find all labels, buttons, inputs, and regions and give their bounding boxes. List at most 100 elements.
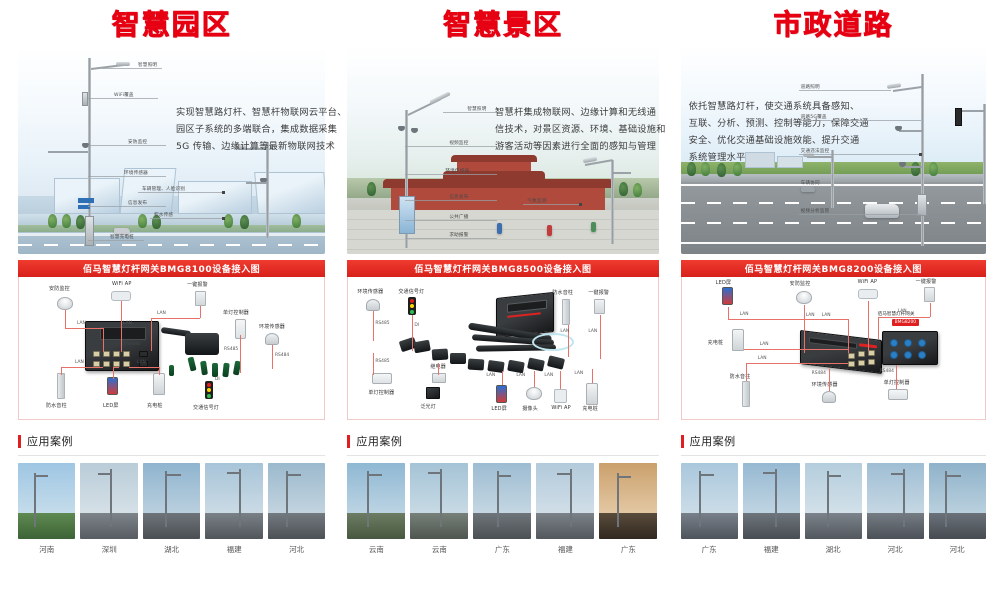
hero-scene-3: 道路照明 道路5G覆盖 交通违法监控 车辆协同 视频分析监管 依托智慧路灯杆，使… (680, 46, 986, 254)
building (178, 181, 252, 214)
case-title-2: 应用案例 (356, 435, 403, 448)
led-screen-device (107, 377, 118, 395)
tree-icon (700, 162, 710, 176)
tree-icon (292, 214, 301, 228)
gateway-tag: 佰马智慧灯杆网关 (877, 312, 915, 317)
diagram-banner-3: 佰马智慧灯杆网关BMG8200设备接入图 (680, 260, 986, 277)
tree-icon (732, 162, 742, 176)
tree-icon (619, 182, 629, 196)
case-accent-bar (18, 434, 21, 448)
case-thumb[interactable] (599, 463, 658, 539)
tree-icon (686, 162, 696, 176)
panel-title-1: 智慧园区 (111, 8, 232, 42)
case-thumb[interactable] (742, 463, 800, 539)
tree-icon (910, 162, 920, 176)
case-thumb[interactable] (473, 463, 532, 539)
case-thumb[interactable] (142, 463, 201, 539)
case-thumb[interactable] (80, 463, 138, 539)
environment-sensor-device (821, 391, 836, 403)
case-caption: 河南 (39, 545, 55, 554)
panel-title-3: 市政道路 (773, 8, 894, 42)
building (776, 156, 803, 168)
case-caption: 广东 (701, 545, 717, 554)
panel-description-2: 智慧杆集成物联网、边缘计算和无线通 信技术，对景区资源、环境、基础设施和 游客活… (495, 107, 666, 152)
case-divider-1 (18, 455, 326, 456)
case-caption: 河北 (289, 545, 305, 554)
cable-connector (413, 339, 432, 354)
flood-light-device (426, 387, 441, 399)
case-divider-2 (347, 455, 659, 456)
case-thumb[interactable] (347, 463, 406, 539)
case-thumb[interactable] (205, 463, 263, 539)
temple-upper (457, 161, 532, 171)
gateway-model-chip: BMG8200 (891, 319, 920, 326)
case-thumb[interactable] (18, 463, 76, 539)
car-icon (114, 228, 130, 234)
cable-tail (222, 362, 230, 378)
led-screen-device (721, 287, 733, 305)
cable-tail (200, 360, 208, 376)
case-thumb[interactable] (536, 463, 595, 539)
traffic-light-device (408, 297, 417, 315)
device-diagram-2: 环境传感器 交通信号灯 单灯控制器 继电器 泛光灯 防水音柱 一键报警 LED屏… (347, 277, 659, 420)
road-edge (18, 233, 326, 236)
case-divider-3 (680, 455, 986, 456)
case-thumb[interactable] (680, 463, 738, 539)
case-caption: 广东 (494, 545, 510, 554)
person-icon (497, 223, 503, 234)
tree-icon (633, 183, 643, 197)
cable-tail (187, 356, 197, 372)
panel-smart-park: 智慧园区 (0, 0, 333, 595)
case-thumb[interactable] (804, 463, 862, 539)
case-title-3: 应用案例 (689, 435, 736, 448)
panel-description-1: 实现智慧路灯杆、智慧杆物联网云平台、 园区子系统的多端联合，集成数据采集 5G … (176, 107, 347, 152)
case-thumb[interactable] (866, 463, 924, 539)
wifi-ap-device (857, 289, 878, 299)
tree-icon (240, 215, 249, 229)
security-camera-device (57, 297, 73, 310)
single-lamp-controller-device (887, 389, 908, 400)
case-thumb[interactable] (410, 463, 469, 539)
case-header-3: 应用案例 (680, 432, 986, 450)
device-diagram-1: 安防监控 WiFi AP 一键报警 单灯控制器 环境传感器 防水音柱 LED屏 … (18, 277, 326, 420)
building (744, 152, 775, 168)
cable-breakout (185, 333, 219, 355)
smart-pole-secondary-3 (799, 150, 841, 210)
case-caption: 河北 (887, 545, 903, 554)
temple-roof (451, 155, 538, 162)
tree-icon (138, 214, 147, 228)
temple-roof (383, 179, 614, 188)
case-thumb[interactable] (928, 463, 986, 539)
case-captions-2: 云南 云南 广东 福建 广东 (347, 544, 658, 555)
car-icon (800, 186, 815, 192)
charging-pile-device (586, 383, 599, 405)
case-caption: 云南 (368, 545, 384, 554)
hero-scene-1: 智慧照明 WiFi覆盖 安防监控 环境传感器 信息发布 智慧充电桩 车辆管理、人… (18, 46, 326, 254)
case-thumbnails-3 (680, 463, 986, 539)
security-camera-device (795, 291, 812, 304)
case-header-1: 应用案例 (18, 432, 325, 450)
charging-pile-device (153, 373, 165, 395)
cable-connector (547, 355, 566, 370)
case-accent-bar (680, 434, 684, 448)
tree-icon (152, 215, 161, 229)
case-title-1: 应用案例 (27, 435, 73, 448)
diagram-banner-2: 佰马智慧灯杆网关BMG8500设备接入图 (347, 260, 659, 277)
case-caption: 广东 (620, 545, 636, 554)
cable-tail (169, 365, 174, 376)
cable-connector (507, 359, 526, 374)
case-thumb[interactable] (267, 463, 326, 539)
tree-icon (716, 163, 726, 177)
case-thumbnails-1 (18, 463, 326, 539)
alarm-device (594, 299, 606, 314)
cable-tail (212, 363, 218, 377)
wifi-ap-device (111, 291, 131, 301)
cable-connector (450, 353, 467, 364)
tree-icon (62, 214, 71, 228)
cable-connector (431, 348, 449, 361)
waterproof-speaker-device (741, 381, 750, 407)
traffic-light-device (205, 381, 213, 399)
cable-connector (527, 357, 546, 372)
environment-sensor-device (265, 333, 279, 345)
